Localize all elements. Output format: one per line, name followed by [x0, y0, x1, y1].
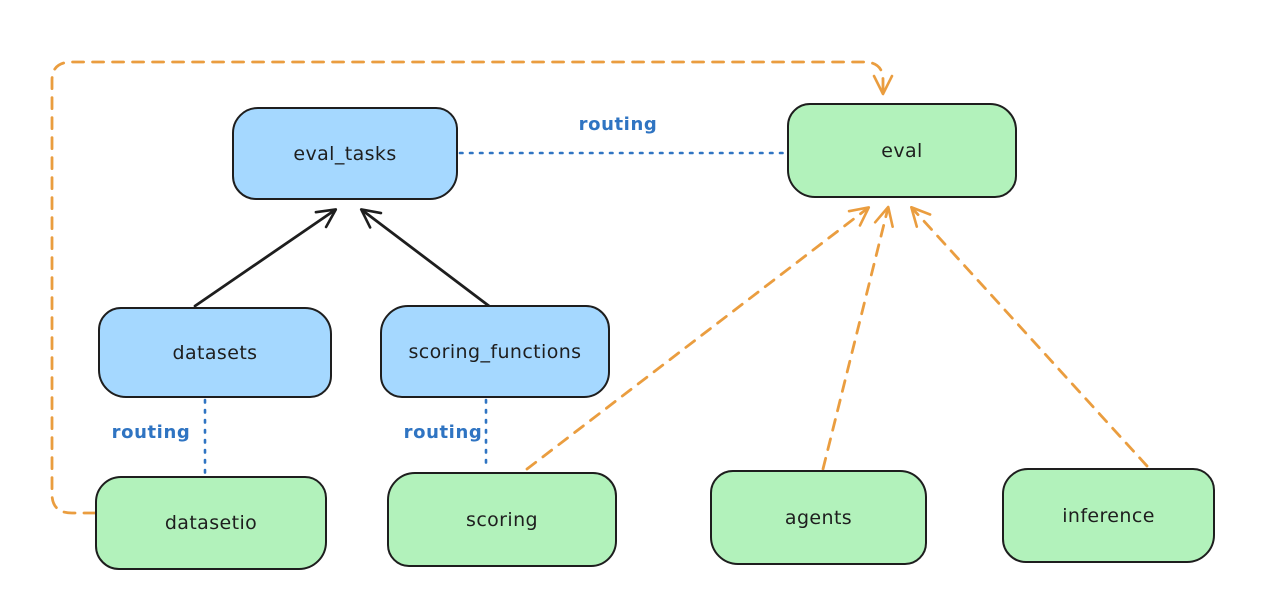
node-eval-tasks-label: eval_tasks — [293, 142, 397, 165]
routing-label-scoring-functions-scoring: routing — [403, 422, 483, 443]
routing-label-datasets-datasetio: routing — [111, 422, 191, 443]
arrow-datasetio-to-eval — [50, 60, 894, 515]
node-datasets: datasets — [98, 307, 332, 398]
node-agents: agents — [710, 470, 927, 565]
arrow-scoring-to-eval — [525, 206, 871, 471]
node-scoring-label: scoring — [466, 508, 538, 531]
arrow-scoring-functions-to-eval-tasks — [359, 208, 491, 308]
node-scoring-functions-label: scoring_functions — [408, 340, 582, 363]
node-eval: eval — [787, 103, 1017, 198]
arrow-datasets-to-eval-tasks — [193, 208, 338, 308]
node-datasetio: datasetio — [95, 476, 327, 570]
node-eval-label: eval — [881, 139, 923, 162]
arrow-agents-to-eval — [821, 205, 894, 471]
node-eval-tasks: eval_tasks — [232, 107, 458, 200]
node-datasetio-label: datasetio — [164, 512, 258, 534]
node-scoring: scoring — [387, 472, 617, 567]
node-agents-label: agents — [784, 506, 853, 529]
node-scoring-functions: scoring_functions — [380, 305, 610, 398]
arrow-inference-to-eval — [910, 205, 1149, 468]
node-inference: inference — [1002, 468, 1215, 563]
routing-label-eval-tasks-eval: routing — [578, 114, 658, 135]
node-inference-label: inference — [1062, 504, 1155, 527]
node-datasets-label: datasets — [172, 341, 258, 364]
